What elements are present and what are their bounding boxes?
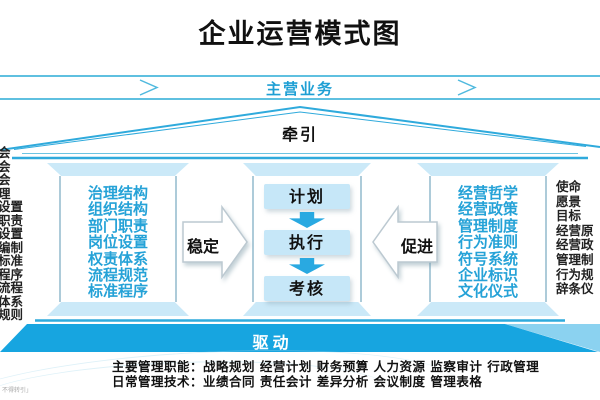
left-margin-item: 程序 <box>0 266 24 282</box>
right-pillar-item: 企业标识 <box>457 265 518 284</box>
left-margin-item: 标准 <box>0 253 24 268</box>
left-margin-item: 会 <box>0 172 11 187</box>
right-margin-item: 愿景 <box>556 193 582 209</box>
management-techniques-line: 日常管理技术：业绩合同 责任会计 差异分析 会议制度 管理表格 <box>112 374 483 389</box>
right-pillar-item: 符号系统 <box>457 249 518 268</box>
left-pillar-item: 标准程序 <box>87 282 148 301</box>
left-margin-item: 编制 <box>0 239 24 255</box>
management-functions-line: 主要管理职能：战略规划 经营计划 财务预算 人力资源 监察审计 行政管理 <box>112 359 540 374</box>
left-margin-item: 流程 <box>0 280 24 295</box>
traction-label: 牵引 <box>281 125 318 144</box>
left-pillar-item: 组织结构 <box>87 200 148 219</box>
left-pillar-items: 治理结构 组织结构 部门职责 岗位设置 权责体系 流程规范 标准程序 <box>61 176 175 300</box>
left-margin-item: 职责 <box>0 212 24 228</box>
left-margin-item: 设置 <box>0 226 24 241</box>
right-margin-item: 使命 <box>556 179 582 194</box>
drive-band <box>0 324 598 352</box>
left-margin-item: 会 <box>0 145 11 160</box>
right-margin-item: 经营政 <box>556 237 594 253</box>
center-pillar-capital <box>243 163 371 176</box>
assess-box: 考核 <box>264 276 350 301</box>
right-pillar-capital <box>417 163 559 176</box>
left-pillar-base <box>47 302 189 316</box>
right-margin-item: 管理制 <box>556 251 594 267</box>
left-pillar-body: 治理结构 组织结构 部门职责 岗位设置 权责体系 流程规范 标准程序 <box>59 176 177 302</box>
left-margin-item: 规则 <box>0 307 24 322</box>
right-margin-item: 行为规 <box>556 266 594 282</box>
plan-box: 计划 <box>264 184 350 209</box>
right-pillar-body: 经营哲学 经营政策 管理制度 行为准则 符号系统 企业标识 文化仪式 <box>429 176 547 302</box>
stabilize-label: 稳定 <box>186 237 219 256</box>
right-pillar-item: 管理制度 <box>457 216 518 235</box>
right-pillar-item: 经营哲学 <box>457 184 518 202</box>
left-margin-text: 会 会 会 理 设置 职责 设置 编制 标准 程序 流程 体系 规则 <box>0 146 23 322</box>
center-pillar-base <box>243 302 371 316</box>
left-pillar-item: 权责体系 <box>87 249 148 268</box>
left-margin-item: 理 <box>0 185 11 201</box>
promote-label: 促进 <box>400 237 433 256</box>
left-margin-item: 体系 <box>0 293 24 309</box>
right-pillar-item: 行为准则 <box>457 233 518 252</box>
right-pillar-item: 文化仪式 <box>457 282 518 301</box>
left-pillar-capital <box>47 163 189 176</box>
left-pillar-item: 治理结构 <box>87 184 148 202</box>
right-margin-item: 辞条仪 <box>556 281 594 297</box>
main-business-label: 主营业务 <box>265 80 334 98</box>
left-margin-item: 会 <box>0 158 11 174</box>
left-pillar-item: 流程规范 <box>87 265 148 284</box>
right-margin-item: 经营原 <box>556 222 594 238</box>
execute-box: 执行 <box>264 230 350 255</box>
left-pillar-item: 岗位设置 <box>87 233 148 252</box>
right-pillar-base <box>417 302 559 316</box>
right-pillar-item: 经营政策 <box>457 200 518 219</box>
right-pillar-items: 经营哲学 经营政策 管理制度 行为准则 符号系统 企业标识 文化仪式 <box>431 176 545 300</box>
right-margin-item: 目标 <box>556 208 582 224</box>
watermark-text: 不得转引」 <box>2 387 33 394</box>
main-business-band <box>0 75 600 100</box>
right-margin-text: 使命 愿景 目标 经营原 经营政 管理制 行为规 辞条仪 <box>556 179 594 297</box>
page-title: 企业运营模式图 <box>198 19 402 50</box>
drive-label: 驱动 <box>252 333 293 352</box>
left-margin-item: 设置 <box>0 199 24 214</box>
left-pillar-item: 部门职责 <box>87 216 148 235</box>
